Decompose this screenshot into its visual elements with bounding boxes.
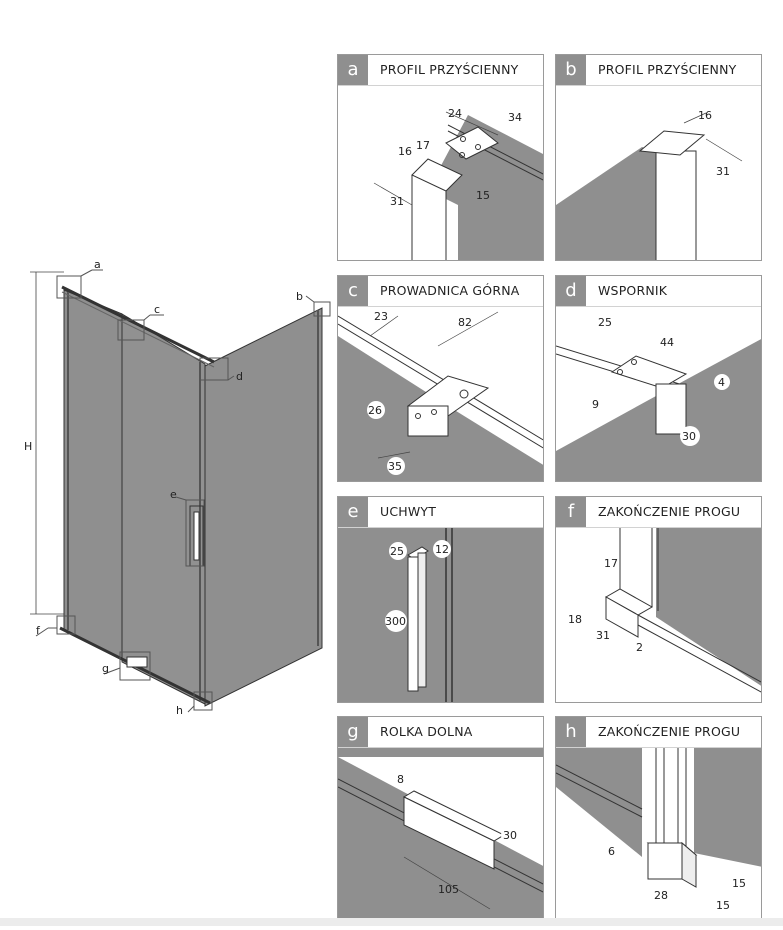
dim-a-15: 15: [476, 189, 490, 202]
dim-c-35: 35: [388, 460, 402, 473]
dim-d-4: 4: [718, 376, 725, 389]
panel-a-title: PROFIL PRZYŚCIENNY: [380, 62, 519, 77]
panel-e-letter: e: [338, 497, 368, 527]
panel-e-header: e UCHWYT: [338, 497, 543, 528]
callout-a-label: a: [94, 258, 101, 271]
dim-g-105: 105: [438, 883, 459, 896]
callout-d-label: d: [236, 370, 243, 383]
dim-d-30: 30: [682, 430, 696, 443]
dim-e-12: 12: [435, 543, 449, 556]
dim-a-31: 31: [390, 195, 404, 208]
panel-b-letter: b: [556, 55, 586, 85]
dim-a-34: 34: [508, 111, 522, 124]
panel-g-title: ROLKA DOLNA: [380, 724, 473, 739]
dim-h-6: 6: [608, 845, 615, 858]
dim-d-9: 9: [592, 398, 599, 411]
detail-panel-h: 6 28 15 15 h ZAKOŃCZENIE PROGU: [555, 716, 762, 923]
wall-profile-a-drawing: 24 34 16 17 31 15: [373, 107, 543, 260]
panel-a-header: a PROFIL PRZYŚCIENNY: [338, 55, 543, 86]
callout-e-label: e: [170, 488, 177, 501]
dim-h-15-height: 15: [732, 877, 746, 890]
sliding-door-panel: [121, 313, 206, 705]
dim-h-15-depth: 15: [716, 899, 730, 912]
height-label: H: [24, 440, 32, 453]
dim-c-23: 23: [374, 310, 388, 323]
dim-d-44: 44: [660, 336, 674, 349]
panel-d-letter: d: [556, 276, 586, 306]
detail-panel-f: 17 18 31 2 f ZAKOŃCZENIE PROGU: [555, 496, 762, 703]
dim-a-16: 16: [398, 145, 412, 158]
dim-f-2: 2: [636, 641, 643, 654]
dim-f-31: 31: [596, 629, 610, 642]
dim-g-30: 30: [503, 829, 517, 842]
panel-h-letter: h: [556, 717, 586, 747]
callout-b-label: b: [296, 290, 303, 303]
panel-h-header: h ZAKOŃCZENIE PROGU: [556, 717, 761, 748]
panel-e-title: UCHWYT: [380, 504, 437, 519]
panel-b-header: b PROFIL PRZYŚCIENNY: [556, 55, 761, 86]
panel-g-letter: g: [338, 717, 368, 747]
callout-g-label: g: [102, 662, 109, 675]
panel-f-header: f ZAKOŃCZENIE PROGU: [556, 497, 761, 528]
dim-b-31: 31: [716, 165, 730, 178]
panel-d-header: d WSPORNIK: [556, 276, 761, 307]
panel-d-title: WSPORNIK: [598, 283, 668, 298]
dim-f-17: 17: [604, 557, 618, 570]
dim-a-24: 24: [448, 107, 462, 120]
enclosure-overview: H a b c d e f g h: [0, 0, 340, 926]
dim-g-8: 8: [397, 773, 404, 786]
enclosure-drawing: H a b c d e f g h: [24, 258, 331, 717]
top-rail-drawing: 23 82 26 35: [338, 310, 543, 481]
side-glass-panel: [204, 307, 323, 707]
threshold-end-f-drawing: 17 18 31 2: [568, 527, 761, 693]
panel-g-header: g ROLKA DOLNA: [338, 717, 543, 748]
panel-c-header: c PROWADNICA GÓRNA: [338, 276, 543, 307]
panel-f-letter: f: [556, 497, 586, 527]
fixed-glass-panel: [63, 289, 123, 661]
panel-b-title: PROFIL PRZYŚCIENNY: [598, 62, 737, 77]
threshold-end-h-drawing: 6 28 15 15: [556, 746, 761, 912]
detail-panel-b: 16 31 b PROFIL PRZYŚCIENNY: [555, 54, 762, 261]
dim-a-17: 17: [416, 139, 430, 152]
panel-f-title: ZAKOŃCZENIE PROGU: [598, 504, 741, 519]
callout-c-label: c: [154, 303, 160, 316]
dim-e-25: 25: [390, 545, 404, 558]
panel-c-title: PROWADNICA GÓRNA: [380, 283, 520, 298]
detail-panel-c: 23 82 26 35 c PROWADNICA GÓRNA: [337, 275, 544, 482]
dim-b-16: 16: [698, 109, 712, 122]
dim-c-26: 26: [368, 404, 382, 417]
callout-h-label: h: [176, 704, 183, 717]
dim-h-28: 28: [654, 889, 668, 902]
dim-e-300: 300: [385, 615, 406, 628]
callout-f-label: f: [36, 624, 41, 637]
handle-drawing: 25 12 300: [338, 497, 543, 702]
detail-panel-d: 25 44 4 9 30 d WSPORNIK: [555, 275, 762, 482]
dim-f-18: 18: [568, 613, 582, 626]
panel-h-title: ZAKOŃCZENIE PROGU: [598, 724, 741, 739]
detail-panel-a: 24 34 16 17 31 15 a PROFIL PRZYŚCIENNY: [337, 54, 544, 261]
bottom-strip: [0, 918, 783, 926]
bracket-drawing: 25 44 4 9 30: [556, 316, 761, 481]
panel-c-letter: c: [338, 276, 368, 306]
dim-c-82: 82: [458, 316, 472, 329]
panel-a-letter: a: [338, 55, 368, 85]
dim-d-25: 25: [598, 316, 612, 329]
detail-panel-g: 8 30 105 g ROLKA DOLNA: [337, 716, 544, 923]
wall-profile-b-drawing: 16 31: [556, 109, 743, 260]
detail-panel-e: 25 12 300 e UCHWYT: [337, 496, 544, 703]
